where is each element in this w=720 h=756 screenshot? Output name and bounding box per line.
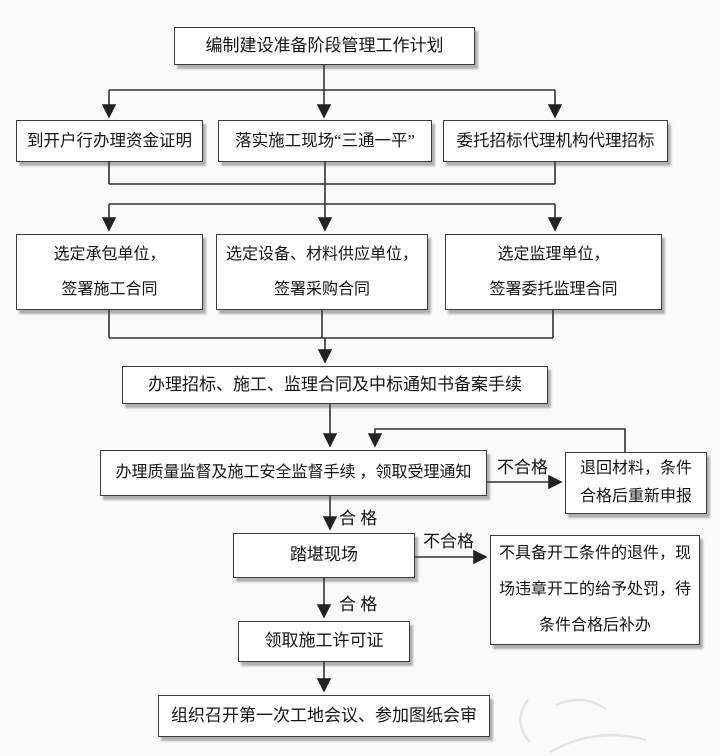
node-quality-supervision: 办理质量监督及施工安全监督手续 ，领取受理通知 — [100, 450, 487, 496]
node-construction-permit: 领取施工许可证 — [238, 621, 410, 662]
edge-label-fail-top: 不合格 — [497, 458, 548, 477]
node-site-preparation: 落实施工现场“三通一平” — [218, 120, 432, 162]
node-plan: 编制建设准备阶段管理工作计划 — [174, 27, 475, 65]
node-site-visit: 踏堪现场 — [233, 533, 415, 578]
edge-label-pass-top: 合 格 — [339, 509, 378, 528]
node-supplier-selection: 选定设备、材料供应单位， 签署采购合同 — [216, 234, 428, 310]
watermark — [519, 698, 647, 754]
edge-label-fail-bottom: 不合格 — [423, 532, 474, 551]
node-return-materials: 退回材料，条件 合格后重新申报 — [565, 452, 707, 514]
node-contractor-selection: 选定承包单位， 签署施工合同 — [16, 234, 203, 310]
node-contract-filing: 办理招标、施工、监理合同及中标通知书备案手续 — [122, 366, 548, 404]
node-fund-certificate: 到开户行办理资金证明 — [16, 120, 203, 162]
node-supervisor-selection: 选定监理单位， 签署委托监理合同 — [445, 234, 662, 310]
node-tender-agency: 委托招标代理机构代理招标 — [443, 120, 668, 162]
node-first-site-meeting: 组织召开第一次工地会议、参加图纸会审 — [158, 695, 490, 737]
edges — [101, 65, 626, 693]
edge-label-pass-bottom: 合 格 — [339, 595, 378, 614]
node-reject-handling: 不具备开工条件的退件，现 场违章开工的给予处罚，待 条件合格后补办 — [490, 535, 700, 645]
